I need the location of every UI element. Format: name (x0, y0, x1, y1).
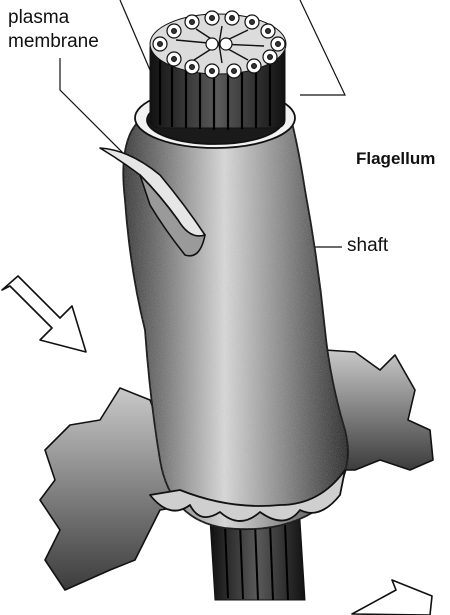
plasma-label: plasma (8, 8, 69, 29)
arrow-bottom-right (352, 580, 432, 615)
arrow-left (2, 276, 86, 352)
microtubule-leader-right (300, 0, 345, 95)
flagellum-label: Flagellum (356, 150, 435, 169)
microtubule-bundle (150, 11, 286, 130)
plasma-membrane-leader (60, 58, 130, 160)
membrane-label: membrane (8, 32, 99, 53)
shaft-label: shaft (347, 236, 388, 257)
microtubule-leader-left (120, 0, 150, 70)
base-tubules (210, 520, 305, 600)
